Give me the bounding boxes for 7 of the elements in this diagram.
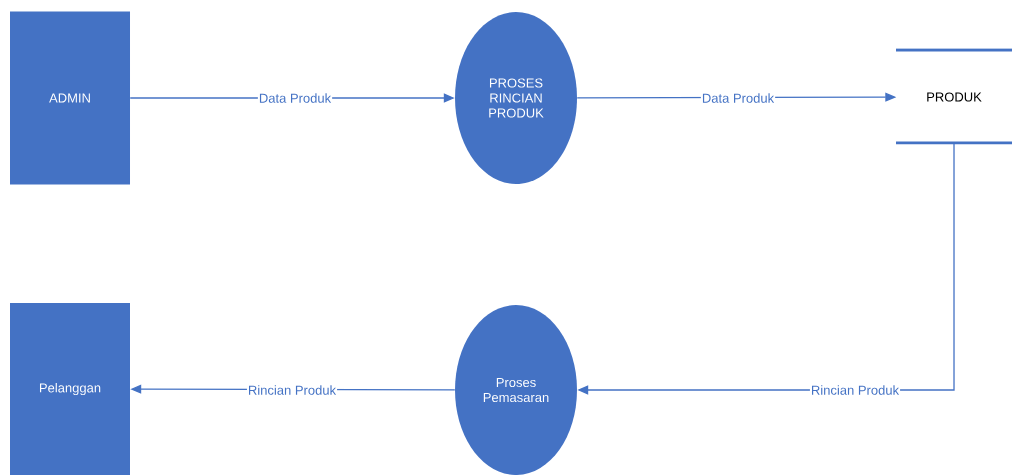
edge-label: Rincian Produk <box>246 384 338 396</box>
data-store: PRODUK <box>896 48 1012 145</box>
entity-box: Pelanggan <box>10 303 130 475</box>
entity-box: ADMIN <box>10 11 130 185</box>
edge-label: Rincian Produk <box>809 384 901 396</box>
edge-label: Data Produk <box>257 92 333 104</box>
edge-label: Data Produk <box>700 92 776 104</box>
